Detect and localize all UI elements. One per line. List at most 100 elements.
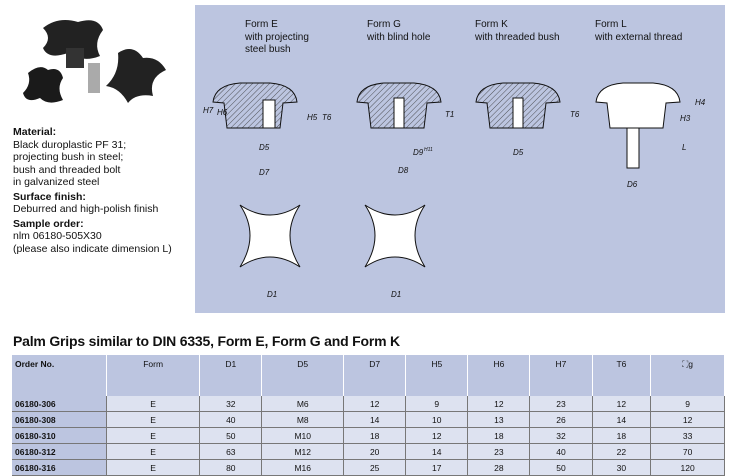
table-cell: 50 [529, 459, 593, 476]
col-order-no: Order No. [12, 355, 107, 396]
table-cell: 26 [529, 411, 593, 428]
table-cell: 25 [343, 459, 407, 476]
svg-text:D1: D1 [267, 290, 277, 299]
svg-text:T6: T6 [570, 110, 580, 119]
col-d5: D5 [261, 355, 345, 396]
table-cell: 14 [343, 411, 407, 428]
material-line: Black duroplastic PF 31; [13, 138, 127, 151]
table-header-row: Order No. Form D1 D5 D7 H5 H6 H7 T6 ⛶g [12, 355, 725, 396]
form-g-top-view [364, 204, 426, 268]
col-t6: T6 [592, 355, 652, 396]
svg-text:H7: H7 [203, 106, 214, 115]
svg-text:T6: T6 [322, 113, 332, 122]
svg-text:H4: H4 [695, 98, 706, 107]
table-cell: 80 [199, 459, 263, 476]
table-cell: 06180-316 [12, 459, 107, 476]
table-cell: 06180-312 [12, 443, 107, 460]
svg-text:T1: T1 [445, 110, 454, 119]
table-cell: 9 [405, 396, 469, 412]
weight-icon: ⛶ [682, 359, 689, 369]
product-photo [23, 20, 166, 103]
table-cell: 14 [592, 411, 652, 428]
table-cell: 40 [199, 411, 263, 428]
svg-text:L: L [682, 143, 686, 152]
table-cell: 23 [529, 396, 593, 412]
table-cell: 18 [592, 427, 652, 444]
col-h5: H5 [405, 355, 469, 396]
col-form: Form [106, 355, 201, 396]
col-d1: D1 [199, 355, 263, 396]
finish-label: Surface finish: [13, 190, 86, 203]
table-cell: 120 [650, 459, 725, 476]
table-cell: 10 [405, 411, 469, 428]
table-cell: 13 [467, 411, 531, 428]
table-cell: 63 [199, 443, 263, 460]
table-cell: 06180-310 [12, 427, 107, 444]
form-e-top-view [239, 204, 301, 268]
material-label: Material: [13, 126, 57, 138]
table-cell: E [106, 396, 201, 412]
col-weight: ⛶g [650, 355, 725, 396]
table-cell: E [106, 443, 201, 460]
table-cell: E [106, 427, 201, 444]
table-cell: M16 [261, 459, 345, 476]
col-h6: H6 [467, 355, 531, 396]
table-cell: E [106, 411, 201, 428]
svg-text:H6: H6 [217, 108, 228, 117]
table-cell: 33 [650, 427, 725, 444]
table-cell: M12 [261, 443, 345, 460]
table-cell: 12 [592, 396, 652, 412]
material-line: in galvanized steel [13, 176, 100, 188]
table-cell: 12 [343, 396, 407, 412]
form-e-section [212, 82, 298, 129]
table-cell: 32 [529, 427, 593, 444]
table-cell: E [106, 459, 201, 476]
table-cell: 18 [467, 427, 531, 444]
table-cell: M8 [261, 411, 345, 428]
svg-text:D5: D5 [513, 148, 524, 157]
svg-text:H11: H11 [424, 147, 433, 153]
svg-text:D7: D7 [259, 168, 270, 177]
specifications: Material: Black duroplastic PF 31; proje… [13, 126, 193, 255]
svg-text:D9: D9 [413, 148, 424, 157]
table-cell: 17 [405, 459, 469, 476]
col-h7: H7 [529, 355, 593, 396]
table-title: Palm Grips similar to DIN 6335, Form E, … [13, 333, 400, 349]
order-line: (please also indicate dimension L) [13, 242, 172, 255]
material-line: bush and threaded bolt [13, 163, 121, 176]
table-cell: 40 [529, 443, 593, 460]
svg-text:D1: D1 [391, 290, 401, 299]
table-cell: M6 [261, 396, 345, 412]
col-d7: D7 [343, 355, 407, 396]
svg-text:H3: H3 [680, 114, 691, 123]
material-line: projecting bush in steel; [13, 151, 124, 163]
svg-text:D8: D8 [398, 166, 409, 175]
table-cell: 23 [467, 443, 531, 460]
table-cell: 14 [405, 443, 469, 460]
table-cell: 12 [650, 411, 725, 428]
svg-text:H5: H5 [307, 113, 318, 122]
order-label: Sample order: [13, 217, 84, 230]
table-cell: M10 [261, 427, 345, 444]
form-l-view [595, 82, 681, 129]
table-cell: 50 [199, 427, 263, 444]
table-cell: 18 [343, 427, 407, 444]
order-line: nlm 06180-505X30 [13, 230, 102, 242]
table-cell: 30 [592, 459, 652, 476]
table-cell: 06180-306 [12, 396, 107, 412]
table-cell: 20 [343, 443, 407, 460]
table-cell: 12 [405, 427, 469, 444]
svg-text:D6: D6 [627, 180, 638, 189]
table-cell: 06180-308 [12, 411, 107, 428]
